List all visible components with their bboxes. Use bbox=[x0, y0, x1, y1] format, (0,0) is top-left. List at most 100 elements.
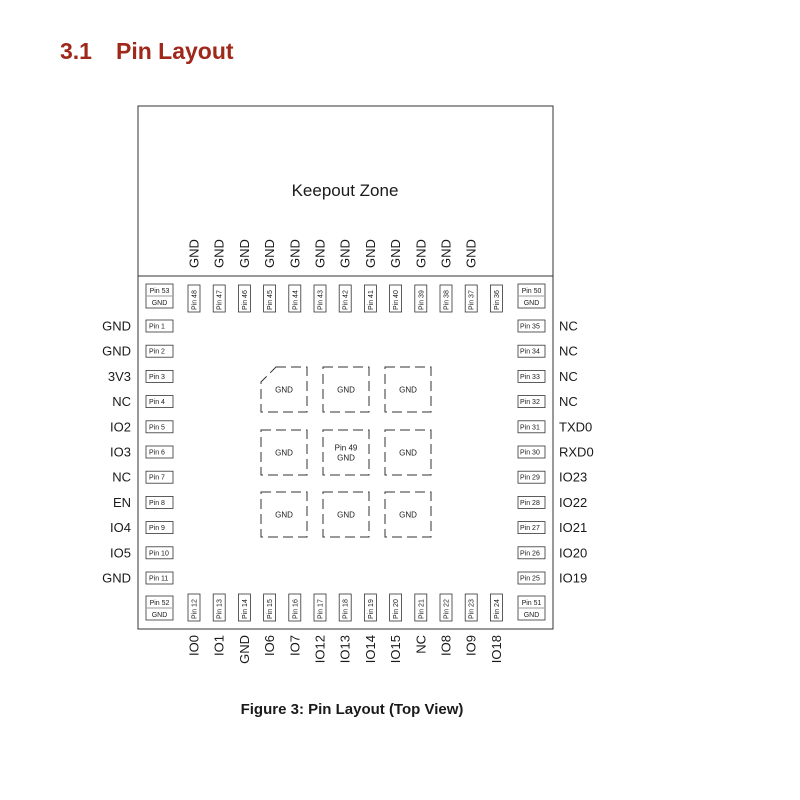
top-signal-label: GND bbox=[464, 239, 479, 268]
pad-label: GND bbox=[337, 454, 355, 463]
pin-number: Pin 23 bbox=[469, 599, 476, 619]
pin-pad bbox=[517, 369, 546, 383]
top-signal-label: GND bbox=[338, 239, 353, 268]
section-number: 3.1 bbox=[60, 38, 92, 64]
pin-number: Pin 15 bbox=[267, 599, 274, 619]
top-pin: Pin 43 bbox=[313, 284, 327, 313]
center-pad: GND bbox=[384, 491, 432, 538]
pin-signal-label: NC bbox=[559, 369, 578, 384]
pad-label: GND bbox=[275, 511, 293, 520]
right-pin: Pin 34 NC bbox=[517, 344, 578, 359]
bottom-pin: Pin 23 IO9 bbox=[464, 593, 479, 656]
pin-number: Pin 34 bbox=[520, 349, 540, 356]
pin-pad bbox=[313, 284, 327, 313]
pin-pad bbox=[338, 284, 352, 313]
pin-number: Pin 12 bbox=[192, 599, 199, 619]
pad-label: GND bbox=[275, 386, 293, 395]
pin-pad bbox=[517, 521, 546, 534]
pin-number: Pin 38 bbox=[444, 290, 451, 310]
pad-pin-number: Pin 49 bbox=[335, 444, 358, 453]
pin-number: Pin 29 bbox=[520, 475, 540, 482]
pin-number: Pin 37 bbox=[469, 290, 476, 310]
pin-pad bbox=[517, 420, 546, 434]
top-signal-label: GND bbox=[313, 239, 328, 268]
pin-number: Pin 33 bbox=[520, 374, 540, 381]
pin-pad bbox=[517, 495, 546, 509]
pin-pad bbox=[414, 284, 428, 313]
pin-pad bbox=[145, 319, 174, 333]
pin-signal-label: IO2 bbox=[110, 419, 131, 434]
top-pin: Pin 41 bbox=[363, 284, 377, 313]
center-pad: GND bbox=[260, 491, 308, 538]
pin-number: Pin 9 bbox=[149, 525, 165, 532]
pin-number: Pin 1 bbox=[149, 324, 165, 331]
pad-outline bbox=[260, 429, 308, 476]
pin-pad bbox=[145, 495, 174, 509]
pin-signal-label: IO9 bbox=[464, 635, 479, 656]
pin-number: Pin 28 bbox=[520, 500, 540, 507]
center-pad: GND bbox=[260, 429, 308, 476]
pin-signal-label: IO13 bbox=[338, 635, 353, 663]
pin-pad bbox=[464, 593, 478, 622]
pin-signal-label: IO12 bbox=[313, 635, 328, 663]
pin-pad bbox=[212, 593, 226, 622]
pin-number: Pin 11 bbox=[149, 576, 168, 583]
pin-signal-label: IO0 bbox=[187, 635, 202, 656]
pin-number: Pin 4 bbox=[149, 399, 165, 406]
pin-signal-label: GND bbox=[102, 571, 131, 586]
top-pin: Pin 40 bbox=[389, 284, 403, 313]
left-pin: Pin 11 GND bbox=[102, 571, 174, 586]
top-pin: Pin 36 bbox=[489, 284, 503, 313]
top-pin: Pin 46 bbox=[237, 284, 251, 313]
pin-pad bbox=[145, 369, 174, 383]
pin-pad bbox=[145, 521, 174, 534]
pad-outline bbox=[260, 366, 308, 413]
top-signal-label: GND bbox=[388, 239, 403, 268]
pin-pad bbox=[145, 445, 174, 459]
pin-number: Pin 3 bbox=[149, 374, 165, 381]
top-signal-label: GND bbox=[439, 239, 454, 268]
pin-signal-label: GND bbox=[152, 300, 168, 307]
pin-number: Pin 48 bbox=[192, 290, 199, 310]
pin-pad bbox=[263, 593, 277, 622]
top-signal-label: GND bbox=[212, 239, 227, 268]
pin-signal-label: NC bbox=[559, 344, 578, 359]
keepout-zone-label: Keepout Zone bbox=[292, 181, 399, 200]
pad-outline bbox=[384, 429, 432, 476]
pin-signal-label: GND bbox=[102, 344, 131, 359]
pin-number: Pin 25 bbox=[520, 576, 540, 583]
pin-number: Pin 14 bbox=[242, 599, 249, 619]
top-signal-label: GND bbox=[363, 239, 378, 268]
pin-pad bbox=[439, 284, 453, 313]
pin-pad bbox=[288, 593, 302, 622]
pin-signal-label: NC bbox=[413, 635, 428, 654]
pin-number: Pin 40 bbox=[393, 290, 400, 310]
pin-signal-label: IO6 bbox=[262, 635, 277, 656]
pin-pad bbox=[517, 319, 546, 333]
pad-outline bbox=[322, 366, 370, 413]
top-pin: Pin 47 bbox=[212, 284, 226, 313]
pin-number: Pin 42 bbox=[343, 290, 350, 310]
pin-pad bbox=[187, 284, 201, 313]
